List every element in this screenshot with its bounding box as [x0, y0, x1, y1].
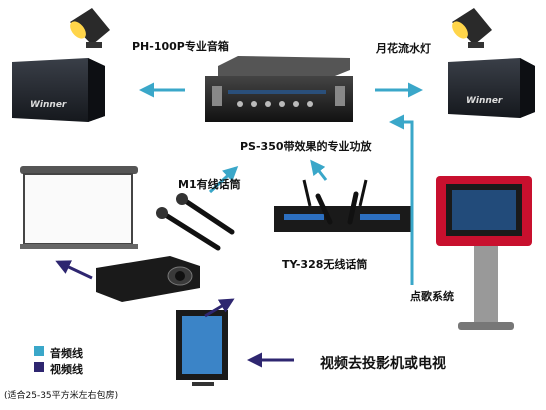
room-note: (适合25-35平方米左右包房)	[4, 391, 119, 401]
projection-screen	[20, 166, 138, 249]
legend-video-label: 视频线	[50, 363, 83, 376]
stage-light-label: 月花流水灯	[376, 42, 431, 55]
speaker-label: PH-100P专业音箱	[132, 40, 229, 53]
amplifier-unit	[205, 56, 353, 122]
speaker-brand-left: Winner	[30, 100, 67, 110]
speaker-left	[12, 58, 105, 122]
video-arrows	[55, 260, 294, 368]
wireless-receiver	[274, 179, 412, 232]
jukebox-kiosk	[436, 176, 532, 330]
wired-mics	[156, 193, 235, 251]
stage-light-right	[452, 8, 492, 48]
speaker-brand-right: Winner	[466, 96, 503, 106]
legend-audio-swatch	[34, 346, 44, 356]
legend-audio-label: 音频线	[50, 347, 83, 360]
audio-arrows	[139, 82, 423, 285]
stage-light-left	[70, 8, 110, 48]
legend-video-swatch	[34, 362, 44, 372]
jukebox-label: 点歌系统	[410, 290, 454, 303]
amplifier-label: PS-350带效果的专业功放	[240, 140, 372, 153]
projector	[96, 256, 200, 302]
speaker-right	[448, 58, 535, 118]
television	[176, 310, 228, 386]
wired-mic-label: M1有线话筒	[178, 178, 241, 191]
wireless-mic-label: TY-328无线话筒	[282, 258, 368, 271]
video-out-label: 视频去投影机或电视	[320, 356, 446, 372]
